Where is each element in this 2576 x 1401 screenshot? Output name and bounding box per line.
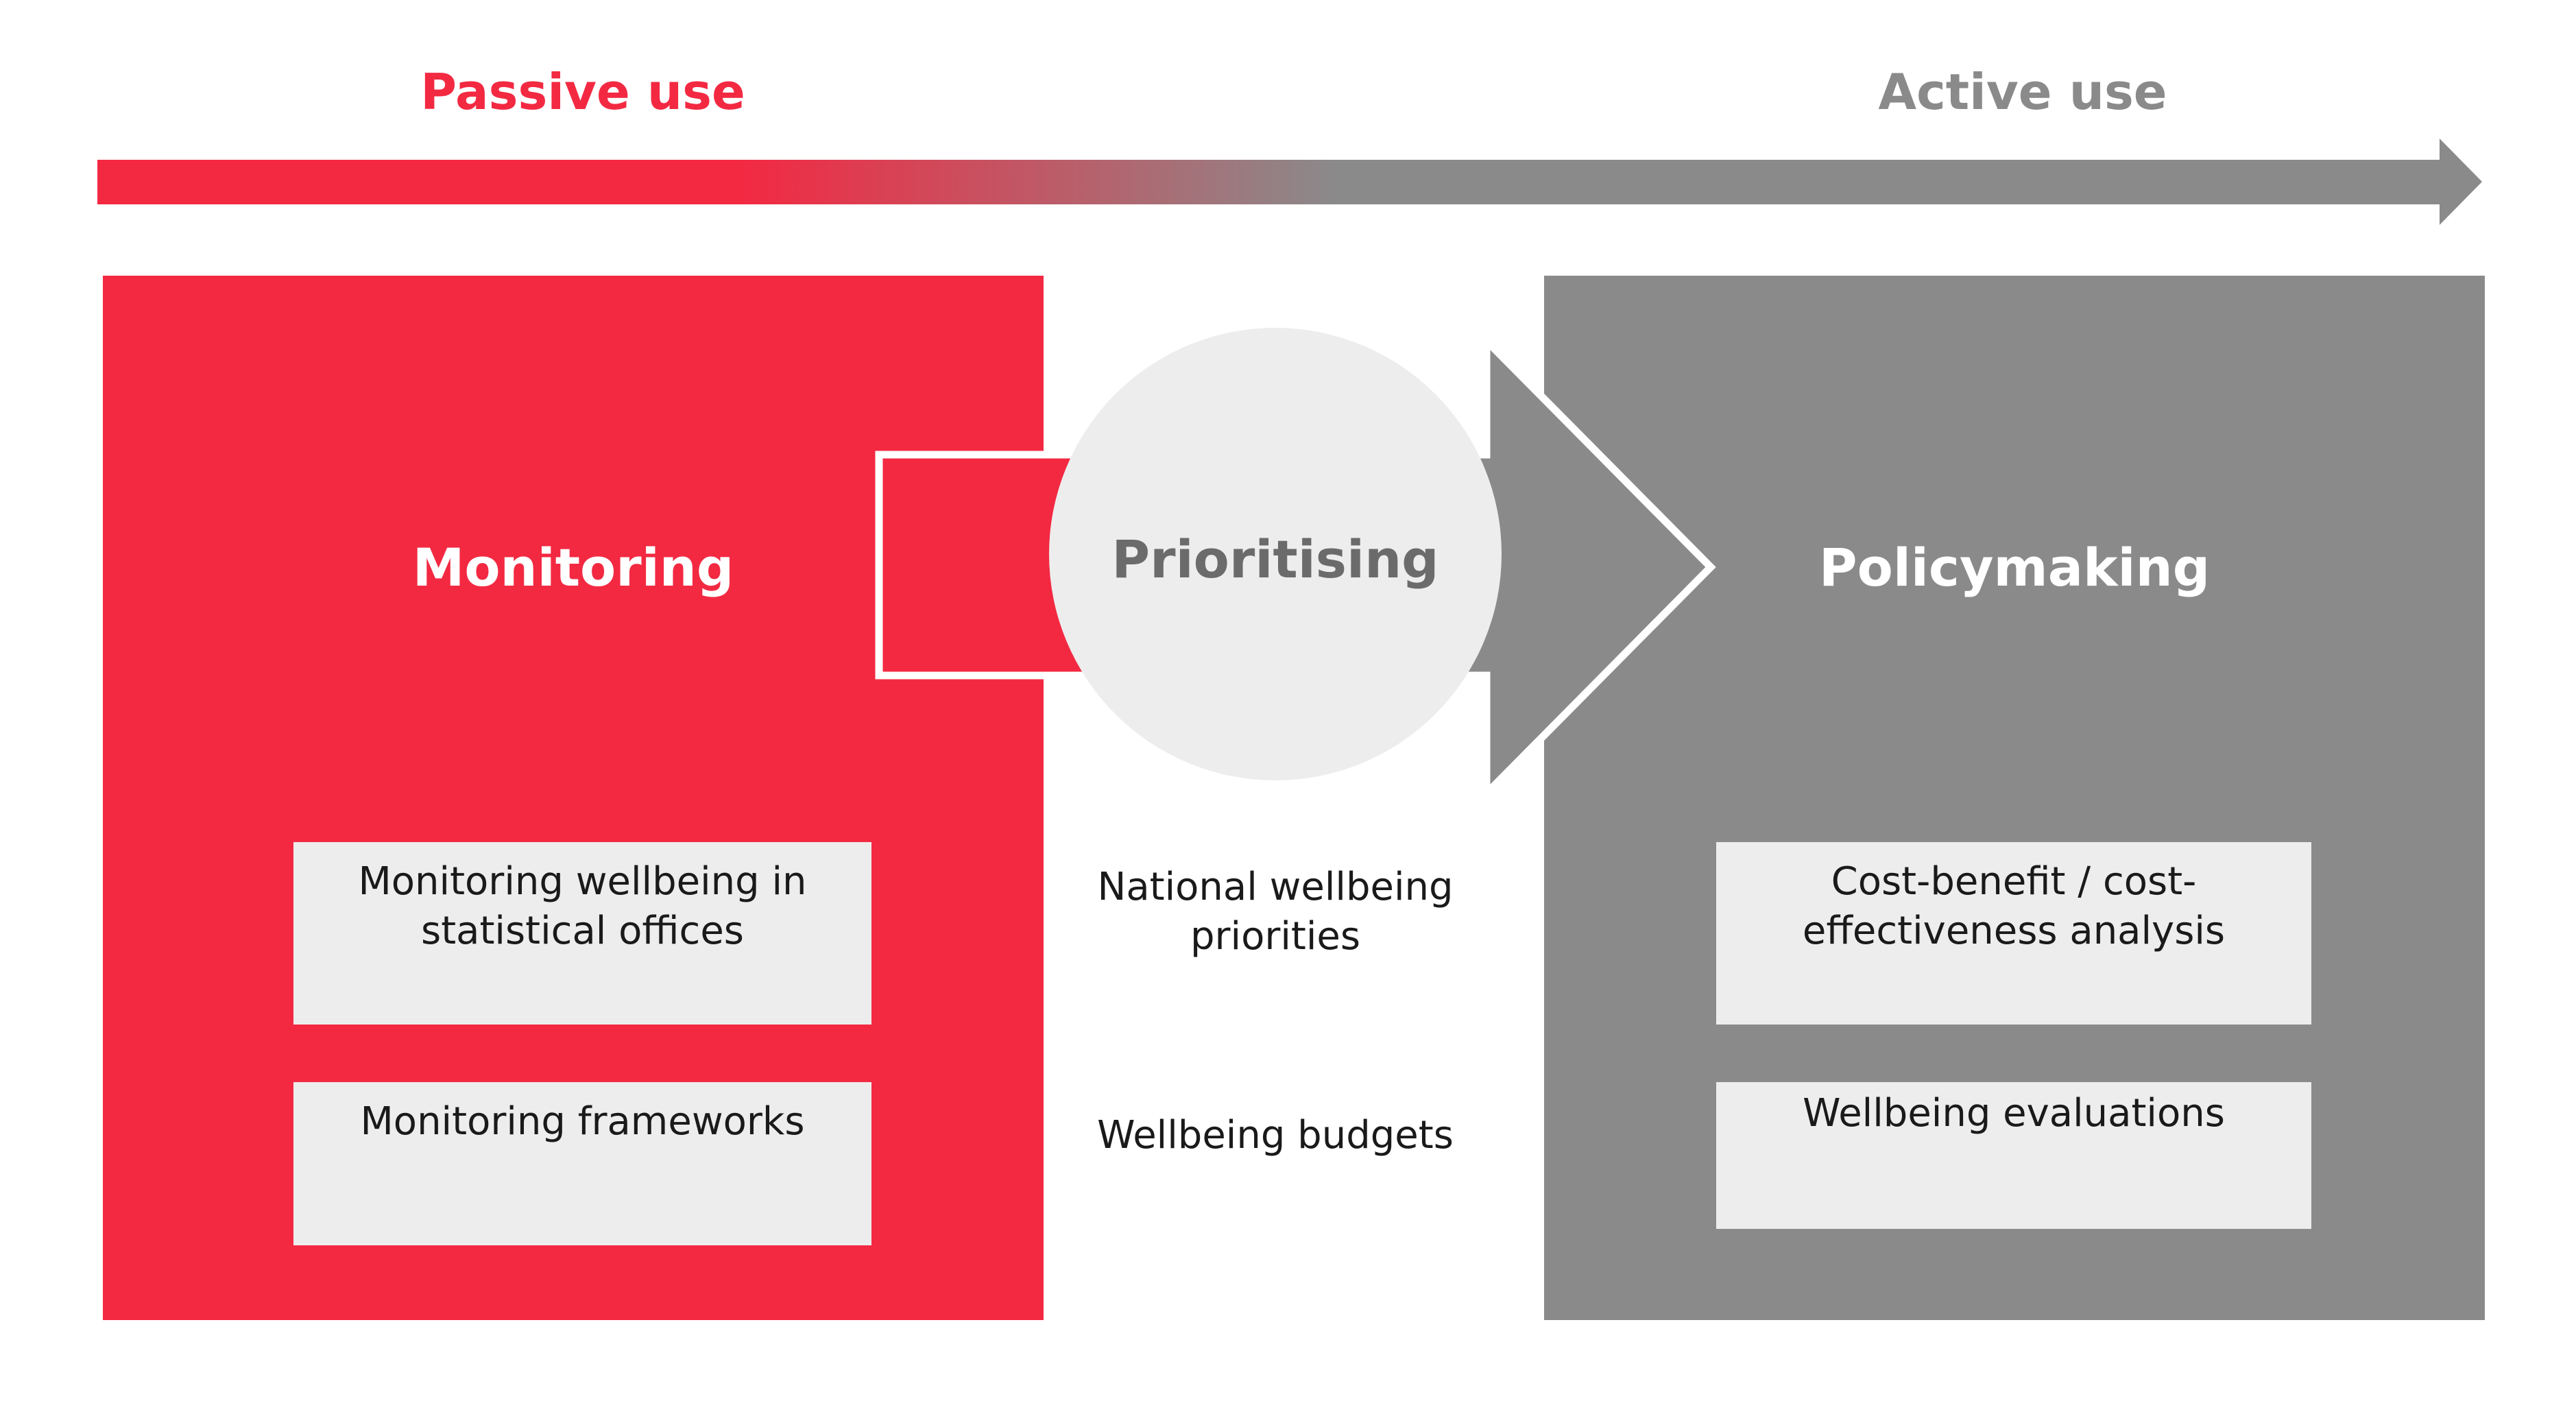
policymaking-item-box: Wellbeing evaluations: [1716, 1082, 2311, 1229]
axis-arrowhead: [2440, 139, 2482, 225]
policymaking-title: Policymaking: [1818, 537, 2211, 598]
prioritising-item: National wellbeing priorities: [1097, 865, 1454, 959]
policymaking-item-box: Cost-benefit / cost-effectiveness analys…: [1716, 842, 2311, 1025]
monitoring-title: Monitoring: [412, 537, 734, 598]
passive-use-label: Passive use: [420, 63, 745, 121]
monitoring-item-box: Monitoring frameworks: [293, 1082, 871, 1245]
prioritising-item: Wellbeing budgets: [1097, 1113, 1454, 1158]
active-use-label: Active use: [1878, 63, 2167, 121]
prioritising-title: Prioritising: [1111, 529, 1439, 590]
prioritising-circle: [1049, 328, 1502, 780]
monitoring-item-box: Monitoring wellbeing in statistical offi…: [293, 842, 871, 1025]
axis-bar: [97, 160, 2442, 204]
